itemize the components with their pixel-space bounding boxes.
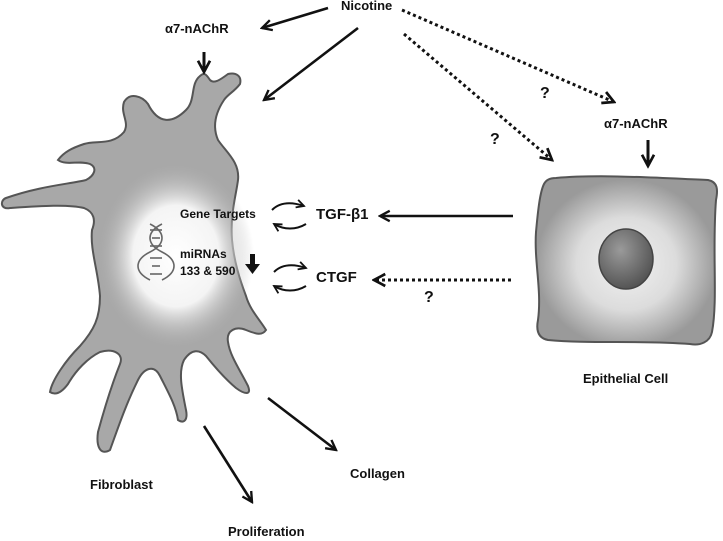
fibroblast-label: Fibroblast bbox=[90, 477, 153, 492]
fibroblast-nucleus-glow bbox=[98, 164, 254, 348]
reciprocal-arrows-tgf bbox=[271, 203, 307, 228]
epithelial-cell bbox=[534, 175, 718, 346]
receptor-arrows bbox=[204, 52, 648, 166]
collagen-label: Collagen bbox=[350, 466, 405, 481]
right-receptor-label: α7-nAChR bbox=[604, 116, 668, 131]
arrow-nicotine-to-epithelial bbox=[403, 32, 552, 160]
question-mark-ctgf: ? bbox=[424, 289, 434, 306]
downregulation-arrow bbox=[245, 254, 260, 274]
arrow-nicotine-to-fibroblast bbox=[264, 26, 359, 100]
proliferation-label: Proliferation bbox=[228, 524, 305, 539]
fibroblast-cell bbox=[0, 72, 268, 453]
ctgf-label: CTGF bbox=[316, 269, 357, 286]
reciprocal-arrows-ctgf bbox=[274, 265, 306, 290]
gene-targets-label: Gene Targets bbox=[180, 207, 256, 221]
epithelial-cell-label: Epithelial Cell bbox=[583, 371, 669, 386]
dna-helix-icon bbox=[137, 223, 175, 281]
arrow-to-proliferation bbox=[202, 425, 252, 502]
question-mark-right-receptor: ? bbox=[540, 85, 550, 102]
epithelial-nucleus bbox=[598, 228, 654, 290]
arrow-nicotine-to-right-receptor bbox=[401, 8, 614, 102]
nicotine-dashed-arrows bbox=[401, 8, 614, 160]
arrow-to-collagen bbox=[267, 396, 336, 450]
nicotine-label: Nicotine bbox=[341, 0, 393, 13]
mirnas-number-label: 133 & 590 bbox=[180, 264, 236, 278]
question-mark-epithelial: ? bbox=[490, 131, 500, 148]
nicotine-arrows bbox=[262, 6, 359, 100]
tgf-label: TGF-β1 bbox=[316, 206, 369, 223]
arrow-nicotine-to-left-receptor bbox=[262, 6, 329, 28]
mirnas-label: miRNAs bbox=[180, 247, 227, 261]
fibroblast-output-arrows bbox=[202, 396, 336, 502]
left-receptor-label: α7-nAChR bbox=[165, 21, 229, 36]
